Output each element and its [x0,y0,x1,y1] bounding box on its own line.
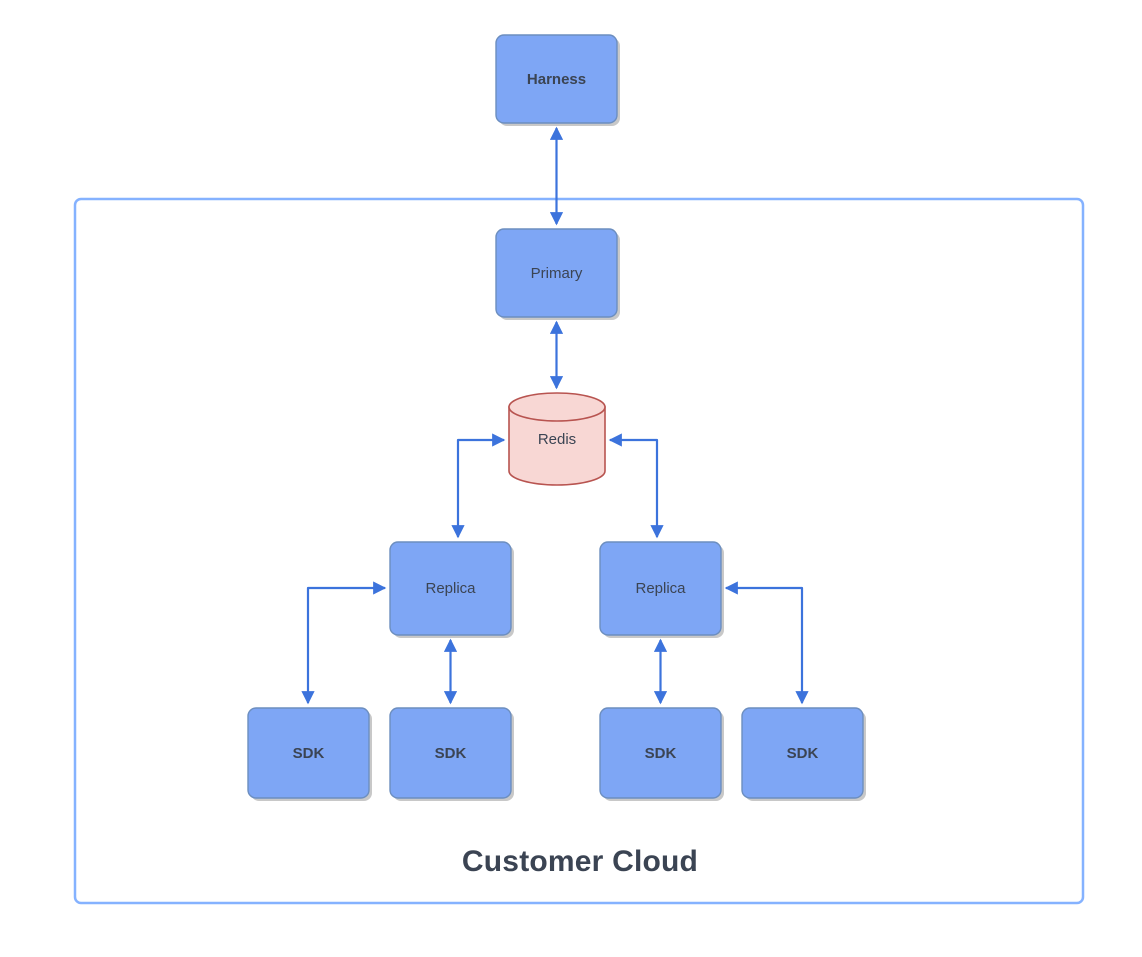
customer-cloud-boundary [73,197,1085,905]
node-replica-left[interactable] [389,541,514,638]
node-redis[interactable] [508,392,606,486]
node-rect [741,707,864,799]
node-sdk-3[interactable] [599,707,724,801]
node-rect [247,707,370,799]
node-sdk-4[interactable] [741,707,866,801]
node-sdk-1[interactable] [247,707,372,801]
connector-replicaleft-redis [451,433,506,539]
connector-sdk1-replicaleft [301,581,387,705]
group-customer-cloud [73,197,1085,905]
cylinder-top [508,392,606,422]
connector-replicaright-redis [608,433,664,539]
node-rect [389,707,512,799]
node-layer [247,34,866,801]
cylinder-body [508,406,606,486]
node-replica-right[interactable] [599,541,724,638]
node-sdk-2[interactable] [389,707,514,801]
node-rect [495,34,618,124]
connector-sdk4-replicaright [724,581,809,705]
customer-cloud-title: Customer Cloud [461,845,699,878]
node-rect [495,228,618,318]
connector-layer [301,126,809,705]
node-rect [599,707,722,799]
node-rect [599,541,722,636]
node-harness[interactable] [495,34,620,126]
node-primary[interactable] [495,228,620,320]
node-rect [389,541,512,636]
